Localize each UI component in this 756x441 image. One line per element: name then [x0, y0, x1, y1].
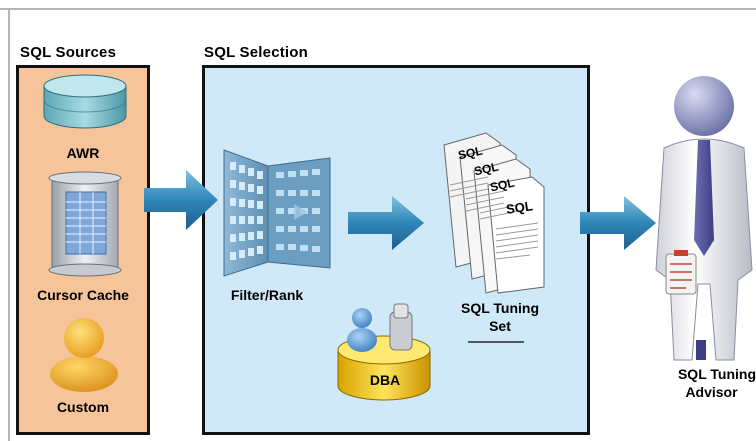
user-icon [50, 318, 118, 392]
custom-label: Custom [56, 399, 110, 415]
sql-sources-title: SQL Sources [20, 44, 117, 61]
cursor-cache-label: Cursor Cache [37, 287, 129, 303]
dba-icon [337, 303, 431, 401]
database-icon [43, 74, 127, 129]
arrow-right-icon [348, 196, 424, 250]
dba-label: DBA [369, 372, 401, 388]
sql-tuning-set-label-line2: Set [489, 318, 511, 334]
filter-rank-label: Filter/Rank [230, 287, 304, 303]
sql-selection-title: SQL Selection [204, 44, 309, 61]
frame-left-border [8, 8, 10, 441]
advisor-label-line2: Advisor [685, 384, 738, 400]
sql-tuning-set-label-line1: SQL Tuning [460, 300, 540, 316]
filter-rank-icon [223, 149, 331, 277]
frame-top-border [0, 8, 756, 10]
arrow-right-icon [580, 196, 656, 250]
awr-label: AWR [66, 145, 100, 161]
doctor-advisor-icon [655, 76, 753, 361]
advisor-label-line1: SQL Tuning [677, 366, 756, 382]
sts-underline-divider [468, 341, 524, 343]
arrow-right-icon [144, 170, 218, 230]
sql-documents-icon [443, 132, 545, 294]
scroll-document-icon [48, 171, 122, 277]
